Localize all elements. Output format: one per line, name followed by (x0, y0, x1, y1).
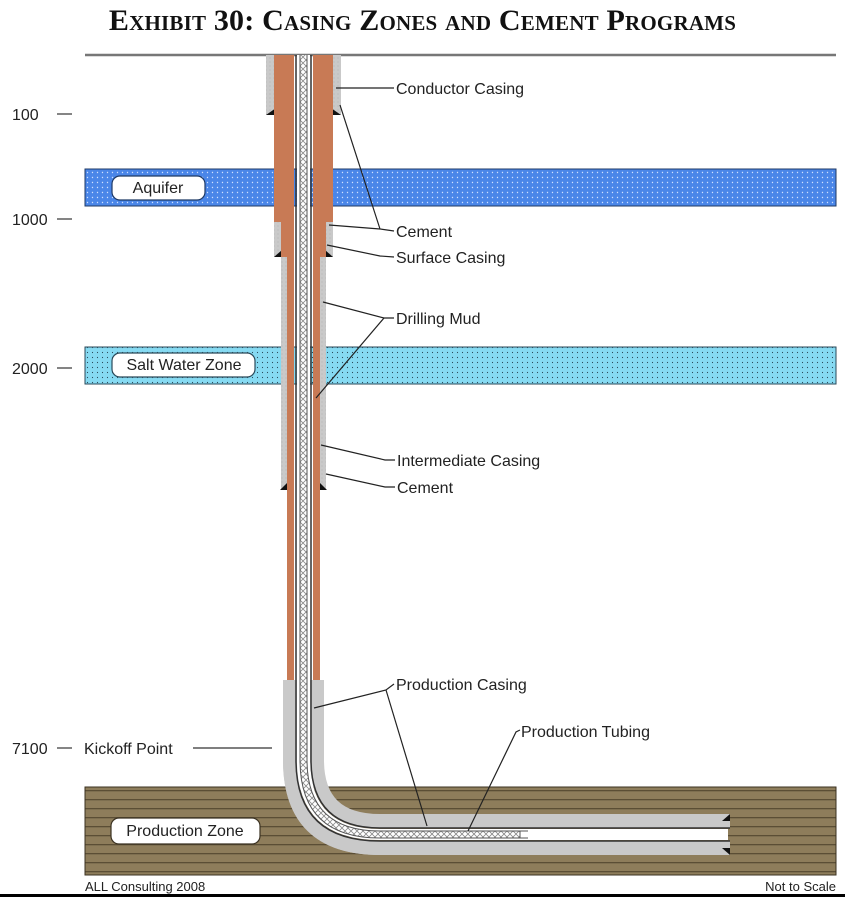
kickoff-point-label: Kickoff Point (84, 741, 173, 758)
surface-casing-label: Surface Casing (396, 250, 505, 267)
leader-drilling-mud-b (315, 317, 385, 399)
leader-cement-1a (339, 104, 395, 232)
leader-cement-1b (328, 224, 381, 230)
aquifer-label: Aquifer (133, 180, 184, 197)
depth-1000-label: 1000 (12, 212, 48, 229)
bottom-border (0, 894, 845, 897)
leader-cement-2 (325, 473, 395, 488)
salt-water-zone-label: Salt Water Zone (126, 357, 241, 374)
salt-water-zone: Salt Water Zone (84, 346, 837, 385)
conductor-casing-label: Conductor Casing (396, 81, 524, 98)
production-casing-inner (310, 55, 730, 829)
conductor-cement-right (331, 55, 341, 115)
leader-drilling-mud-a (322, 301, 394, 319)
production-zone-label: Production Zone (126, 823, 244, 840)
aquifer-zone: Aquifer (84, 168, 837, 207)
production-casing-label: Production Casing (396, 677, 527, 694)
leader-intermediate-casing (320, 444, 395, 461)
credit-text: ALL Consulting 2008 (85, 879, 205, 894)
depth-axis: 100 1000 2000 7100 Kickoff Point (12, 107, 272, 758)
production-tubing-label: Production Tubing (521, 724, 650, 741)
leader-production-casing-a (313, 683, 395, 709)
leader-production-casing-b (385, 689, 428, 827)
exhibit-title: Exhibit 30: Casing Zones and Cement Prog… (108, 4, 737, 37)
depth-100-label: 100 (12, 107, 39, 124)
wellbore (266, 55, 730, 855)
leader-surface-casing (326, 244, 395, 258)
cement-label-2: Cement (397, 480, 454, 497)
callout-labels: Conductor Casing Cement Surface Casing D… (396, 81, 650, 741)
drilling-mud-label: Drilling Mud (396, 311, 480, 328)
production-casing-outer (295, 55, 730, 842)
conductor-cement-left (266, 55, 276, 115)
scale-note: Not to Scale (765, 879, 836, 894)
production-tubing (300, 55, 520, 838)
depth-7100-label: 7100 (12, 741, 48, 758)
callouts (313, 87, 521, 832)
intermediate-casing-label: Intermediate Casing (397, 453, 540, 470)
depth-2000-label: 2000 (12, 361, 48, 378)
cement-label-1: Cement (396, 224, 453, 241)
leader-production-tubing (467, 729, 521, 832)
